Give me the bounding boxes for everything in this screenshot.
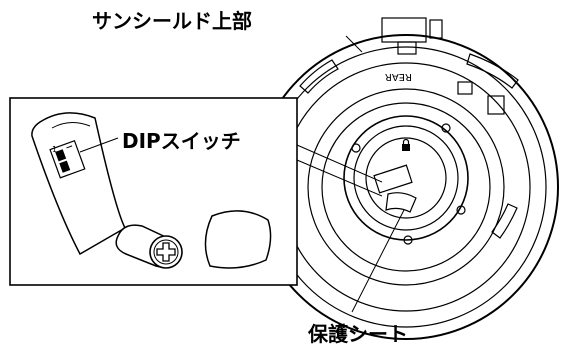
- clip-upper-right: [457, 81, 473, 95]
- mount-hole-3: [403, 235, 413, 245]
- leader-lines: [79, 35, 405, 313]
- top-connector: [381, 17, 427, 43]
- lock-icon: [402, 138, 410, 151]
- dip-lever-2[interactable]: [59, 160, 71, 173]
- rim-slot-left: [299, 59, 339, 94]
- mount-hole-4: [441, 123, 451, 133]
- inset-panel: 1: [9, 97, 298, 286]
- camera-ring-4: [307, 88, 505, 286]
- mount-hole-2: [456, 205, 466, 215]
- leader-protective-sheet: [351, 209, 405, 313]
- zoom-line-bottom: [296, 159, 383, 197]
- rim-slot-right-lower: [491, 203, 518, 239]
- camera-ring-5: [321, 102, 491, 272]
- phillips-screw-icon: [149, 235, 183, 269]
- dip-housing-inner-edge: [51, 122, 91, 129]
- dip-switch[interactable]: [49, 139, 86, 179]
- lens-protective-sheet: [385, 192, 417, 213]
- lens-outer-ring: [343, 115, 469, 241]
- mount-hole-1: [351, 143, 361, 153]
- camera-ring-3: [281, 62, 531, 312]
- label-protective-sheet: 保護シート: [307, 322, 408, 346]
- dip-lever-1[interactable]: [55, 149, 67, 162]
- top-connector-tab: [397, 41, 417, 55]
- lens-core: [365, 137, 447, 219]
- label-dip-switch: DIPスイッチ: [122, 129, 241, 153]
- label-sunshield-top: サンシールド上部: [92, 9, 252, 33]
- lens-dip-window: [373, 164, 413, 194]
- zoom-line-top: [296, 144, 383, 183]
- clip-right: [487, 95, 505, 115]
- rear-mark: REAR: [385, 71, 412, 82]
- lens-inner-ring: [353, 125, 459, 231]
- rim-slot-right: [466, 53, 519, 89]
- leader-dip-switch: [79, 137, 119, 153]
- dip-switch-number: 1: [52, 145, 57, 154]
- leader-sunshield: [345, 35, 363, 53]
- camera-body: [253, 17, 559, 340]
- top-connector-tab-right: [429, 19, 443, 39]
- protective-sheet-piece: [204, 210, 272, 269]
